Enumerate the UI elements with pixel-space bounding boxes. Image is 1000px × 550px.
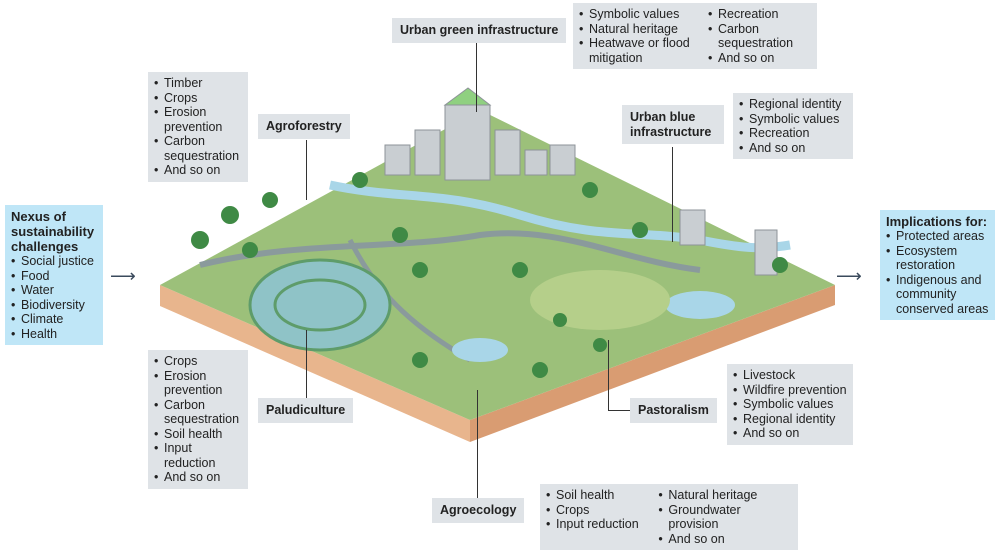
list-item: Regional identity (739, 97, 847, 112)
trees (191, 172, 788, 378)
paludiculture-label: Paludiculture (258, 398, 354, 423)
list-item: And so on (733, 426, 847, 441)
list-item: Soil health (546, 488, 644, 503)
list-item: Heatwave or flood mitigation (579, 36, 694, 65)
implications-box: Implications for: Protected areasEcosyst… (880, 210, 995, 320)
list-item: Timber (154, 76, 242, 91)
city-buildings (384, 87, 778, 276)
pond (452, 338, 508, 362)
list-item: Biodiversity (11, 298, 97, 313)
list-item: Natural heritage (579, 22, 694, 37)
list-item: Input reduction (546, 517, 644, 532)
road (199, 230, 701, 273)
landscape-right-side (470, 285, 835, 442)
list-item: Crops (154, 91, 242, 106)
list-item: And so on (708, 51, 803, 66)
list-item: Recreation (739, 126, 847, 141)
agroforestry-list: TimberCropsErosion preventionCarbon sequ… (148, 72, 248, 182)
list-item: And so on (658, 532, 792, 547)
pond (665, 291, 735, 319)
list-item: Food (11, 269, 97, 284)
nexus-title: Nexus of sustainability challenges (11, 209, 95, 254)
list-item: Livestock (733, 368, 847, 383)
list-item: Erosion prevention (154, 369, 242, 398)
list-item: Indigenous and community conserved areas (886, 273, 989, 317)
list-item: And so on (154, 470, 242, 485)
list-item: Input reduction (154, 441, 242, 470)
list-item: Soil health (154, 427, 242, 442)
pastoralism-label: Pastoralism (630, 398, 717, 423)
list-item: Recreation (708, 7, 803, 22)
river (329, 180, 791, 253)
list-item: Symbolic values (739, 112, 847, 127)
agroecology-list: Soil healthCropsInput reduction Natural … (540, 484, 798, 550)
list-item: And so on (154, 163, 242, 178)
list-item: Crops (154, 354, 242, 369)
list-item: Protected areas (886, 229, 989, 244)
list-item: Social justice (11, 254, 97, 269)
list-item: Carbon sequestration (708, 22, 803, 51)
list-item: Carbon sequestration (154, 134, 242, 163)
list-item: Water (11, 283, 97, 298)
urban-green-list: Symbolic valuesNatural heritageHeatwave … (573, 3, 817, 69)
list-item: Natural heritage (658, 488, 792, 503)
urban-green-label: Urban green infrastructure (392, 18, 567, 43)
implications-title: Implications for: (886, 214, 988, 229)
landscape-illustration (160, 87, 835, 442)
urban-blue-label: Urban blue infrastructure (622, 105, 724, 144)
paludiculture-list: CropsErosion preventionCarbon sequestrat… (148, 350, 248, 489)
list-item: Symbolic values (733, 397, 847, 412)
list-item: Climate (11, 312, 97, 327)
pastoralism-list: LivestockWildfire preventionSymbolic val… (727, 364, 853, 445)
list-item: Regional identity (733, 412, 847, 427)
list-item: Groundwater provision (658, 503, 792, 532)
agroecology-label: Agroecology (432, 498, 525, 523)
wetland-paludiculture (248, 258, 392, 352)
list-item: Ecosystem restoration (886, 244, 989, 273)
agroforestry-label: Agroforestry (258, 114, 350, 139)
list-item: Erosion prevention (154, 105, 242, 134)
list-item: Wildfire prevention (733, 383, 847, 398)
list-item: Crops (546, 503, 644, 518)
pasture (530, 270, 670, 330)
nexus-arrow: ⟶ (110, 266, 136, 286)
implications-arrow: ⟶ (836, 266, 862, 286)
nexus-box: Nexus of sustainability challenges Socia… (5, 205, 103, 345)
list-item: Carbon sequestration (154, 398, 242, 427)
list-item: And so on (739, 141, 847, 156)
list-item: Symbolic values (579, 7, 694, 22)
landscape-left-side (160, 285, 470, 442)
list-item: Health (11, 327, 97, 342)
urban-blue-list: Regional identitySymbolic valuesRecreati… (733, 93, 853, 159)
